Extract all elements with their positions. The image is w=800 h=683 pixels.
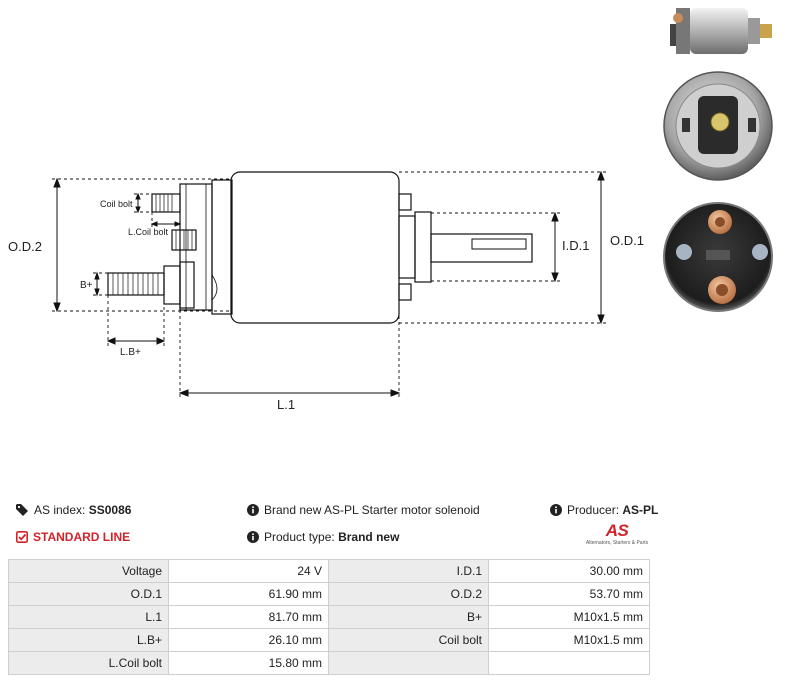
producer-label: Producer: (567, 503, 620, 517)
as-index: AS index: SS0086 (16, 503, 131, 517)
product-photo-front (663, 71, 773, 181)
spec-label (328, 651, 489, 675)
solenoid-body (230, 171, 400, 324)
check-square-icon (16, 531, 28, 543)
table-row: O.D.1 61.90 mm O.D.2 53.70 mm (8, 582, 650, 606)
spec-value: 15.80 mm (168, 651, 329, 675)
description-text: Brand new AS-PL Starter motor solenoid (264, 503, 480, 517)
technical-drawing: O.D.2 O.D.1 I.D.1 L.1 L.B+ B+ Coil bolt … (8, 170, 644, 412)
table-row: L.B+ 26.10 mm Coil bolt M10x1.5 mm (8, 628, 650, 652)
spec-value: 81.70 mm (168, 605, 329, 629)
spec-value: 26.10 mm (168, 628, 329, 652)
spec-value: 24 V (168, 559, 329, 583)
spec-label: L.1 (8, 605, 169, 629)
table-row: L.1 81.70 mm B+ M10x1.5 mm (8, 605, 650, 629)
spec-value: 30.00 mm (488, 559, 650, 583)
spec-label: Coil bolt (328, 628, 489, 652)
bplus-stud (107, 272, 165, 296)
product-photo-side (670, 8, 772, 54)
plunger-housing (414, 211, 432, 283)
lbplus-label: L.B+ (120, 347, 141, 358)
l1-label: L.1 (277, 397, 295, 412)
spec-label: O.D.1 (8, 582, 169, 606)
standard-line: STANDARD LINE (16, 530, 130, 544)
product-type-value: Brand new (338, 530, 400, 544)
spec-value: 61.90 mm (168, 582, 329, 606)
info-circle-icon (247, 531, 259, 543)
spec-label: O.D.2 (328, 582, 489, 606)
spec-value: M10x1.5 mm (488, 628, 650, 652)
spec-label: L.Coil bolt (8, 651, 169, 675)
od2-label: O.D.2 (8, 239, 42, 254)
product-type: Product type: Brand new (247, 530, 399, 544)
as-index-value: SS0086 (88, 503, 132, 517)
as-pl-logo: AS Alternators, Starters & Parts (584, 522, 650, 547)
product-type-label: Product type: (264, 530, 335, 544)
id1-label: I.D.1 (562, 238, 589, 253)
logo-tagline: Alternators, Starters & Parts (585, 540, 649, 546)
plunger (430, 233, 533, 263)
spec-label: L.B+ (8, 628, 169, 652)
coil-bolt (151, 193, 181, 213)
od1-label: O.D.1 (610, 233, 644, 248)
coil-bolt-label: Coil bolt (100, 199, 133, 209)
table-row: L.Coil bolt 15.80 mm (8, 651, 650, 675)
front-lug-top (398, 193, 412, 211)
front-lug-bottom (398, 283, 412, 301)
front-collar (398, 215, 416, 279)
producer-value: AS-PL (622, 503, 659, 517)
product-description: Brand new AS-PL Starter motor solenoid (247, 503, 480, 517)
bplus-label: B+ (80, 280, 93, 291)
rear-flange (211, 179, 233, 315)
l-coil-bolt-label: L.Coil bolt (128, 227, 169, 237)
info-circle-icon (247, 504, 259, 516)
product-info: AS index: SS0086 STANDARD LINE Brand new… (16, 503, 658, 555)
spec-value: 53.70 mm (488, 582, 650, 606)
info-circle-icon (550, 504, 562, 516)
producer: Producer: AS-PL (550, 503, 658, 517)
spec-value (488, 651, 650, 675)
specifications-table: Voltage 24 V I.D.1 30.00 mm O.D.1 61.90 … (8, 559, 650, 675)
spec-label: Voltage (8, 559, 169, 583)
spec-value: M10x1.5 mm (488, 605, 650, 629)
standard-line-label: STANDARD LINE (33, 530, 131, 544)
logo-mark: AS (605, 521, 629, 540)
product-photo-rear (663, 202, 773, 312)
table-row: Voltage 24 V I.D.1 30.00 mm (8, 559, 650, 583)
spec-label: I.D.1 (328, 559, 489, 583)
tag-icon (16, 504, 28, 516)
as-index-label: AS index: (34, 503, 86, 517)
spec-label: B+ (328, 605, 489, 629)
